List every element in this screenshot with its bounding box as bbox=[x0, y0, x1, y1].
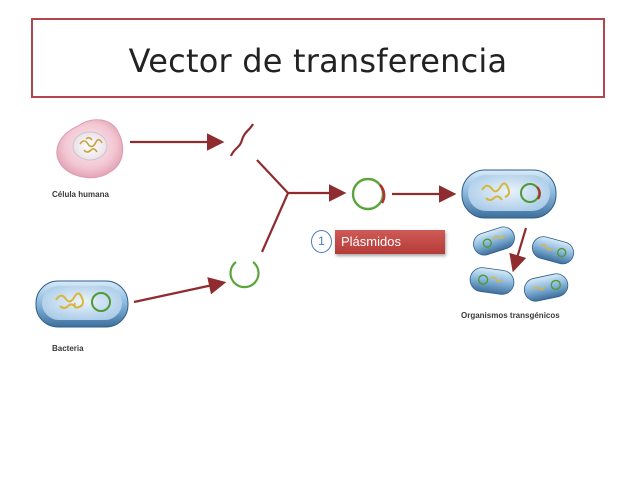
open-plasmid bbox=[229, 261, 260, 289]
transgenic-bacterium-1 bbox=[473, 226, 515, 256]
merge-line-top bbox=[256, 159, 289, 194]
caption-human-cell: Célula humana bbox=[52, 190, 109, 199]
arrow-to-transgenic bbox=[509, 227, 528, 273]
transgenic-bacterium-2 bbox=[531, 236, 575, 265]
caption-transgenic-organisms: Organismos transgénicos bbox=[461, 311, 560, 320]
transgenic-bacterium-4 bbox=[523, 273, 569, 302]
title-frame: Vector de transferencia bbox=[31, 18, 605, 98]
arrow-bacteria-to-plasmid bbox=[133, 277, 227, 304]
transgenic-bacterium-3 bbox=[469, 267, 515, 295]
transformed-bacterium bbox=[461, 169, 557, 219]
slide-title: Vector de transferencia bbox=[128, 42, 508, 80]
merge-line-bottom bbox=[260, 192, 290, 253]
bacterium bbox=[35, 280, 129, 328]
callout-number-badge[interactable]: 1 bbox=[311, 230, 332, 253]
recombinant-plasmid bbox=[351, 177, 386, 211]
callout-label-plasmids[interactable]: Plásmidos bbox=[335, 230, 445, 254]
human-cell bbox=[56, 119, 124, 179]
dna-fragment bbox=[229, 123, 254, 157]
caption-bacteria: Bacteria bbox=[52, 344, 84, 353]
